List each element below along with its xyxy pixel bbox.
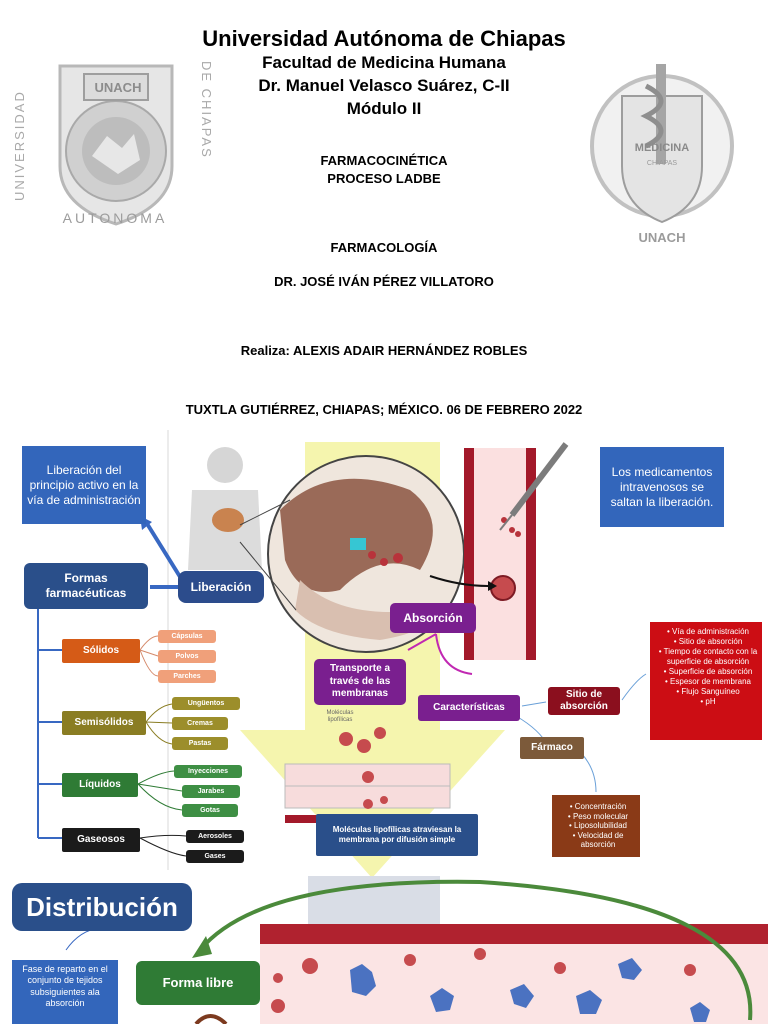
farmaco-factor-item: Concentración: [556, 802, 640, 812]
subject-line: FARMACOLOGÍA: [330, 240, 438, 255]
liberation-description-box: Liberación del principio activo en la ví…: [22, 446, 146, 524]
formas-farmaceuticas-node: Formas farmacéuticas: [24, 563, 148, 609]
left-logo-unach: UNACH: [94, 80, 142, 95]
solidos-item-parches: Parches: [158, 670, 216, 683]
absorcion-node: Absorción: [390, 603, 476, 633]
sitio-factor-item: Tiempo de contacto con la superficie de …: [658, 647, 758, 667]
module-title: Módulo II: [346, 99, 422, 118]
right-logo-unach: UNACH: [638, 230, 686, 245]
forma-libre-node: Forma libre: [136, 961, 260, 1005]
place-date-line: TUXTLA GUTIÉRREZ, CHIAPAS; MÉXICO. 06 DE…: [185, 402, 583, 417]
solidos-item-capsulas: Cápsulas: [158, 630, 216, 643]
teacher-line: DR. JOSÉ IVÁN PÉREZ VILLATORO: [274, 274, 494, 289]
gaseosos-item-gases: Gases: [186, 850, 244, 863]
unach-logo: UNACH UNIVERSIDAD DE CHIAPAS AUTONOMA: [12, 56, 214, 232]
right-logo-chiapas: CHIAPAS: [646, 160, 678, 167]
liberacion-node: Liberación: [178, 571, 264, 603]
topic-line-1: FARMACOCINÉTICA: [320, 153, 448, 168]
sitio-factor-item: Vía de administración: [658, 627, 758, 637]
semisolidos-item-unguentos: Ungüentos: [172, 697, 240, 710]
left-logo-side-left: UNIVERSIDAD: [12, 90, 27, 201]
topic-line-2: PROCESO LADBE: [327, 171, 441, 186]
faculty-title: Facultad de Medicina Humana: [262, 53, 506, 72]
lipophilic-molecules-label: Moléculas lipofílicas: [326, 710, 354, 723]
semisolidos-item-pastas: Pastas: [172, 737, 228, 750]
farmaco-node: Fármaco: [520, 737, 584, 759]
university-title: Universidad Autónoma de Chiapas: [202, 26, 566, 51]
caracteristicas-node: Características: [418, 695, 520, 721]
sitio-factor-item: Superficie de absorción: [658, 667, 758, 677]
semisolidos-node: Semisólidos: [62, 711, 146, 735]
sitio-factor-item: Espesor de membrana: [658, 677, 758, 687]
left-logo-bottom: AUTONOMA: [62, 210, 168, 226]
right-logo-medicina: MEDICINA: [634, 142, 690, 154]
sitio-factor-item: Sitio de absorción: [658, 637, 758, 647]
gaseosos-item-aerosoles: Aerosoles: [186, 830, 244, 843]
lipophilic-note-box: Moléculas lipofílicas atraviesan la memb…: [316, 814, 478, 856]
sitio-absorcion-node: Sitio de absorción: [548, 687, 620, 715]
farmaco-factor-item: Velocidad de absorción: [556, 831, 640, 850]
liquidos-item-gotas: Gotas: [182, 804, 238, 817]
farmaco-factor-item: Liposolubilidad: [556, 821, 640, 831]
liquidos-item-jarabes: Jarabes: [182, 785, 240, 798]
semisolidos-item-cremas: Cremas: [172, 717, 228, 730]
sitio-factors-box: Vía de administraciónSitio de absorciónT…: [650, 622, 762, 740]
campus-title: Dr. Manuel Velasco Suárez, C-II: [258, 76, 510, 95]
left-logo-side-right: DE CHIAPAS: [199, 61, 214, 159]
transporte-membranas-node: Transporte a través de las membranas: [314, 659, 406, 705]
gaseosos-node: Gaseosos: [62, 828, 140, 852]
farmaco-factor-item: Peso molecular: [556, 812, 640, 822]
medicina-logo: MEDICINA CHIAPAS UNACH: [586, 56, 736, 246]
author-line: Realiza: ALEXIS ADAIR HERNÁNDEZ ROBLES: [240, 343, 528, 358]
distribucion-title: Distribución: [12, 883, 192, 931]
liquidos-item-inyecciones: Inyecciones: [174, 765, 242, 778]
solidos-item-polvos: Polvos: [158, 650, 216, 663]
liquidos-node: Líquidos: [62, 773, 138, 797]
distribucion-description-box: Fase de reparto en el conjunto de tejido…: [12, 960, 118, 1024]
sitio-factor-item: Flujo Sanguíneo: [658, 687, 758, 697]
sitio-factor-item: pH: [658, 697, 758, 707]
farmaco-factors-box: ConcentraciónPeso molecularLiposolubilid…: [552, 795, 640, 857]
solidos-node: Sólidos: [62, 639, 140, 663]
iv-note-box: Los medicamentos intravenosos se saltan …: [600, 447, 724, 527]
